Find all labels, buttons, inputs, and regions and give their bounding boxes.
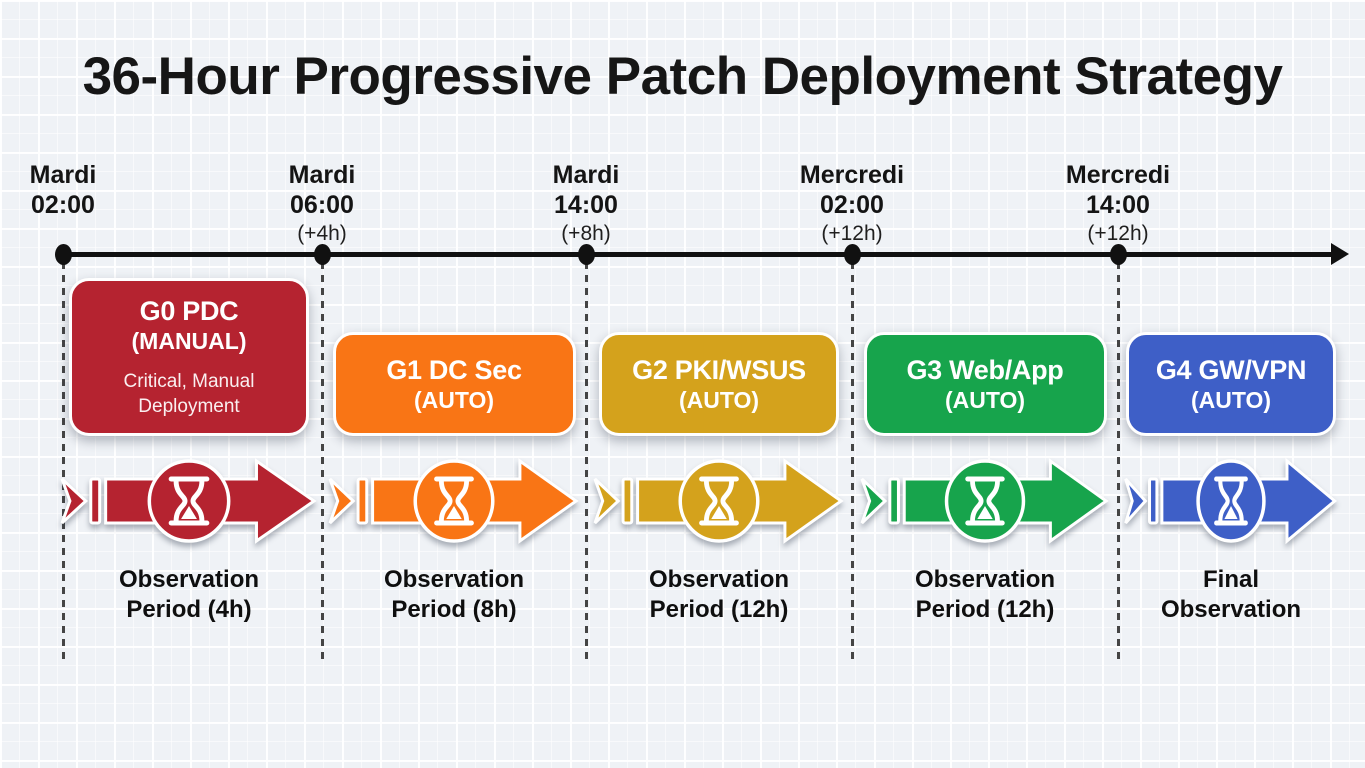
time-marker-4: Mercredi 02:00 (+12h): [800, 160, 904, 247]
time-marker-3: Mardi 14:00 (+8h): [553, 160, 620, 247]
dashed-guide-line-1: [62, 262, 65, 662]
group-box-g3: G3 Web/App (AUTO): [863, 332, 1107, 436]
timeline-arrowhead-icon: [1331, 243, 1349, 265]
group-title: G2 PKI/WSUS: [632, 354, 806, 385]
marker-day: Mardi: [552, 161, 620, 189]
hourglass-icon: [699, 476, 739, 526]
marker-offset: (+8h): [561, 222, 611, 245]
observation-label: Observation Period (8h): [383, 566, 525, 623]
marker-day: Mardi: [29, 161, 97, 189]
time-marker-2: Mardi 06:00 (+4h): [289, 160, 356, 247]
timeline-axis: [63, 252, 1335, 257]
group-mode: (AUTO): [1190, 386, 1272, 413]
dashed-guide-line-5: [1117, 262, 1120, 662]
marker-time: 06:00: [290, 191, 354, 219]
timeline-dot-2: [314, 244, 331, 265]
group-column-g3: G3 Web/App (AUTO) Observation Period (12…: [860, 278, 1110, 628]
progress-arrow-g3: [860, 455, 1110, 547]
marker-time: 14:00: [1086, 191, 1150, 219]
group-mode: (MANUAL): [131, 328, 247, 354]
group-title: G1 DC Sec: [386, 354, 522, 385]
time-marker-1: Mardi 02:00: [30, 160, 97, 220]
marker-day: Mardi: [288, 161, 356, 189]
group-column-g4: G4 GW/VPN (AUTO) Final Observation: [1124, 278, 1338, 628]
timeline-dot-3: [578, 244, 595, 265]
observation-label: Observation Period (12h): [648, 566, 790, 623]
hourglass-icon: [168, 476, 210, 526]
timeline-dot-4: [844, 244, 861, 265]
group-title: G4 GW/VPN: [1155, 354, 1307, 385]
group-title: G0 PDC: [139, 296, 239, 326]
progress-arrow-g0: [60, 455, 318, 547]
observation-label: Final Observation: [1160, 566, 1302, 623]
progress-arrow-g1: [328, 455, 580, 547]
hourglass-icon: [965, 476, 1005, 526]
marker-offset: (+12h): [821, 222, 883, 245]
timeline-dot-5: [1110, 244, 1127, 265]
time-marker-5: Mercredi 14:00 (+12h): [1066, 160, 1170, 247]
marker-time: 14:00: [554, 191, 618, 219]
group-box-g4: G4 GW/VPN (AUTO): [1126, 332, 1336, 436]
marker-day: Mercredi: [799, 161, 905, 189]
group-box-g2: G2 PKI/WSUS (AUTO): [599, 332, 839, 436]
group-column-g0: G0 PDC (MANUAL) Critical, Manual Deploym…: [60, 278, 318, 628]
group-mode: (AUTO): [678, 386, 760, 413]
marker-day: Mercredi: [1065, 161, 1171, 189]
hourglass-icon: [434, 476, 474, 526]
group-column-g1: G1 DC Sec (AUTO) Observation Period (8h): [328, 278, 580, 628]
group-subtitle: Critical, Manual Deployment: [123, 371, 255, 417]
dashed-guide-line-2: [321, 262, 324, 662]
group-box-g0: G0 PDC (MANUAL) Critical, Manual Deploym…: [69, 278, 309, 436]
timeline-dot-1: [55, 244, 72, 265]
page-title: 36-Hour Progressive Patch Deployment Str…: [82, 47, 1283, 106]
progress-arrow-g2: [593, 455, 845, 547]
hourglass-icon: [1214, 476, 1248, 526]
dashed-guide-line-3: [585, 262, 588, 662]
marker-offset: (+12h): [1087, 222, 1149, 245]
group-mode: (AUTO): [944, 386, 1026, 413]
group-title: G3 Web/App: [906, 354, 1064, 385]
progress-arrow-g4: [1124, 455, 1338, 547]
group-mode: (AUTO): [413, 386, 495, 413]
marker-time: 02:00: [31, 191, 95, 219]
group-box-g1: G1 DC Sec (AUTO): [332, 332, 576, 436]
marker-time: 02:00: [820, 191, 884, 219]
dashed-guide-line-4: [851, 262, 854, 662]
observation-label: Observation Period (4h): [118, 566, 260, 623]
group-column-g2: G2 PKI/WSUS (AUTO) Observation Period (1…: [593, 278, 845, 628]
marker-offset: (+4h): [297, 222, 347, 245]
observation-label: Observation Period (12h): [914, 566, 1056, 623]
